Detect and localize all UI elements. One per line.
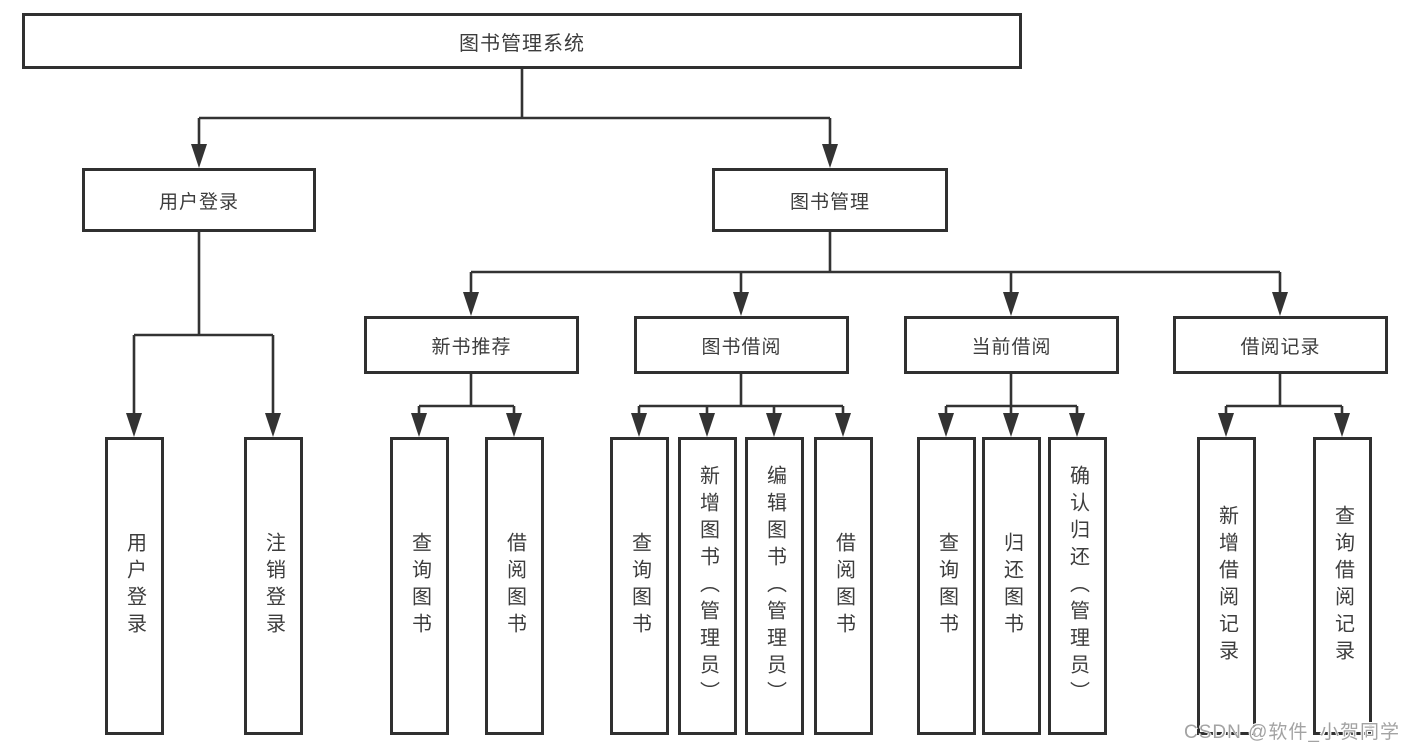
leaf-query-borrow-record: 查询借阅记录 <box>1313 437 1372 735</box>
leaf-logout: 注销登录 <box>244 437 303 735</box>
leaf-user-login: 用户登录 <box>105 437 164 735</box>
node-user-login: 用户登录 <box>82 168 316 232</box>
node-library-management-system: 图书管理系统 <box>22 13 1022 69</box>
node-book-management: 图书管理 <box>712 168 948 232</box>
leaf-query-books-recommend: 查询图书 <box>390 437 449 735</box>
leaf-borrow-books-recommend: 借阅图书 <box>485 437 544 735</box>
leaf-query-books-current: 查询图书 <box>917 437 976 735</box>
node-new-book-recommendation: 新书推荐 <box>364 316 579 374</box>
leaf-return-books: 归还图书 <box>982 437 1041 735</box>
node-current-borrowing: 当前借阅 <box>904 316 1119 374</box>
node-borrowing-records: 借阅记录 <box>1173 316 1388 374</box>
arrowheads <box>126 144 1350 437</box>
leaf-add-borrow-record: 新增借阅记录 <box>1197 437 1256 735</box>
node-book-borrowing: 图书借阅 <box>634 316 849 374</box>
csdn-watermark: CSDN @软件_小贺同学 <box>1184 722 1400 743</box>
leaf-add-book-admin: 新增图书（管理员） <box>678 437 737 735</box>
leaf-edit-book-admin: 编辑图书（管理员） <box>745 437 804 735</box>
leaf-query-books-borrowing: 查询图书 <box>610 437 669 735</box>
leaf-borrow-books: 借阅图书 <box>814 437 873 735</box>
leaf-confirm-return-admin: 确认归还（管理员） <box>1048 437 1107 735</box>
